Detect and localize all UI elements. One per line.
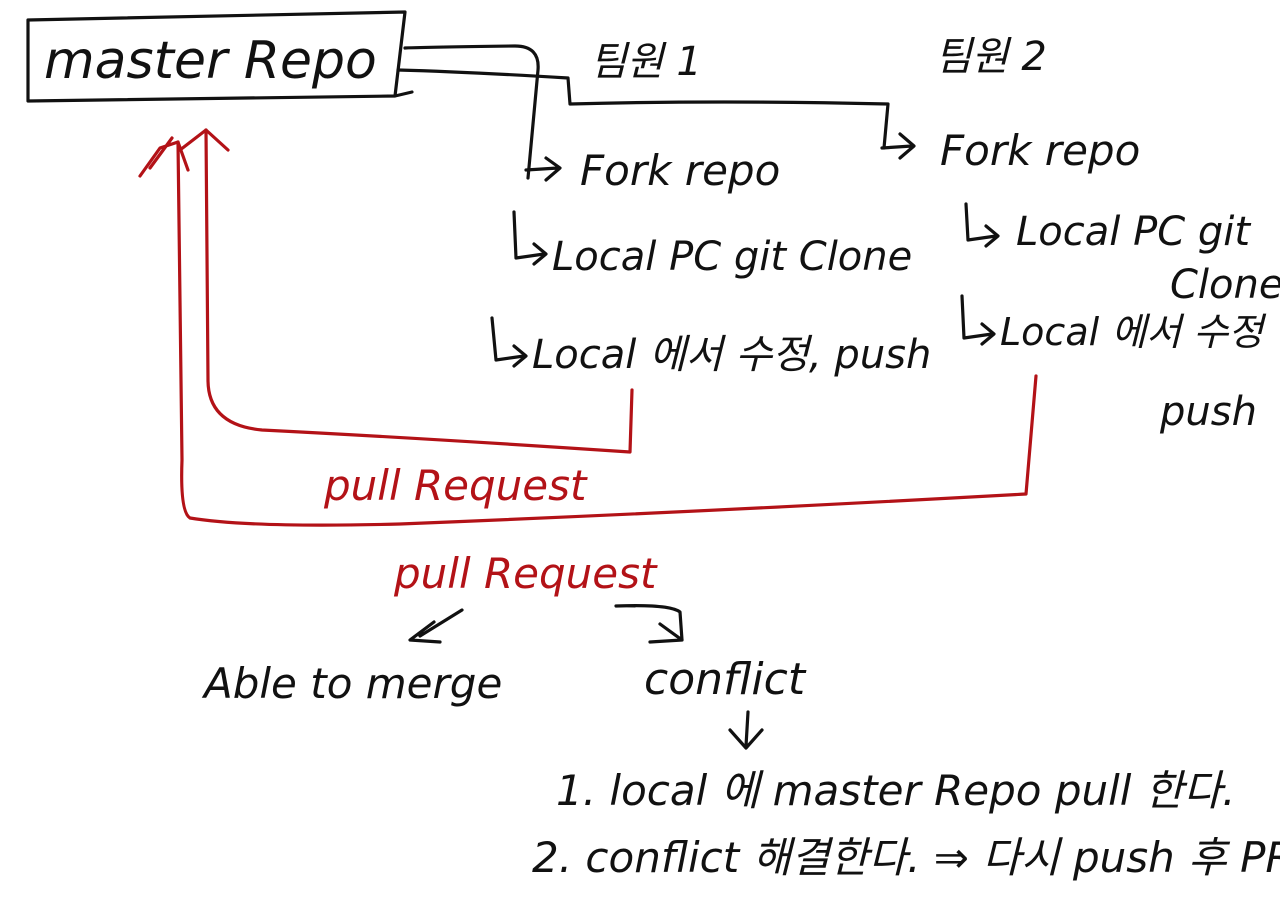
fork-connector-member2: [396, 68, 890, 150]
member2-clone-line2: Clone: [1170, 262, 1280, 308]
merge-branch-arrow: [408, 608, 464, 644]
pull-request-arrowhead-2: [138, 136, 190, 178]
member2-clone-line1: Local PC git: [1016, 209, 1251, 255]
member2-edit-line2: push: [1159, 389, 1257, 435]
member2-edit-arrow: [960, 294, 996, 346]
conflict-branch-arrow: [614, 604, 684, 644]
outcome-conflict: conflict: [644, 654, 807, 705]
member1-clone-arrow: [512, 210, 548, 266]
master-repo-box: master Repo: [26, 10, 414, 103]
member2-clone-arrow: [964, 202, 1000, 248]
member1-clone: Local PC git Clone: [552, 234, 912, 280]
conflict-step-2: 2. conflict 해결한다. ⇒ 다시 push 후 PR: [532, 833, 1280, 882]
member2-edit-line1: Local 에서 수정: [1000, 310, 1267, 354]
pull-request-line-member2: [176, 140, 1038, 527]
fork-connector-member2-arrow: [880, 132, 916, 160]
pull-request-line-member1: [204, 128, 634, 454]
fork-connector-member1-arrow: [524, 156, 562, 182]
member1-fork: Fork repo: [580, 146, 780, 195]
conflict-step-1: 1. local 에 master Repo pull 한다.: [556, 766, 1235, 815]
member1-title: 팀원 1: [590, 39, 702, 85]
member2-fork: Fork repo: [940, 126, 1140, 175]
pull-request-label-2: pull Request: [393, 549, 658, 598]
pull-request-arrowhead-1: [178, 128, 230, 152]
pull-request-label-1: pull Request: [323, 461, 588, 510]
master-repo-label: master Repo: [44, 31, 377, 91]
conflict-down-arrow: [728, 710, 764, 750]
member1-edit-arrow: [490, 316, 528, 368]
outcome-merge: Able to merge: [201, 659, 502, 708]
member2-title: 팀원 2: [935, 34, 1047, 80]
member1-edit: Local 에서 수정, push: [532, 332, 931, 378]
fork-connector-member1: [403, 44, 540, 180]
master-repo-box-outline: [26, 10, 414, 103]
